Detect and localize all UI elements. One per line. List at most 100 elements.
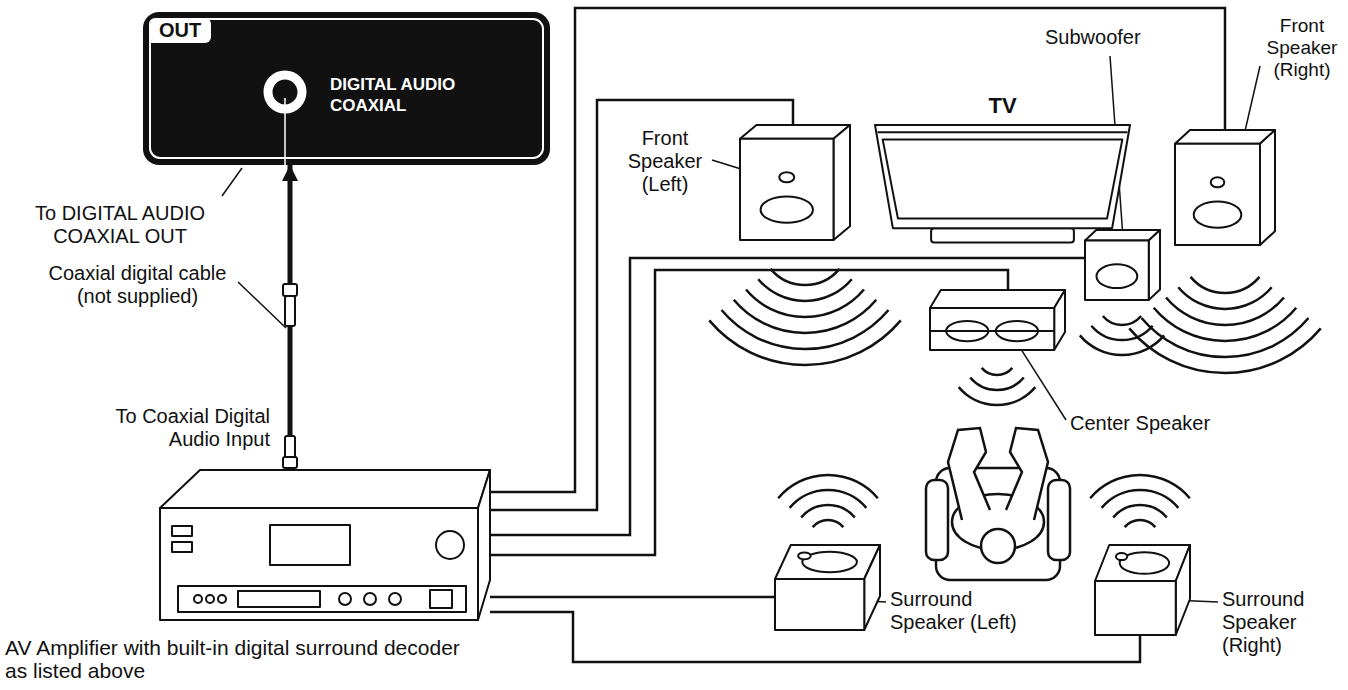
front-speaker: Front Speaker (Right) (1175, 130, 1275, 245)
sound-wave (771, 269, 840, 285)
sound-wave (1125, 520, 1156, 527)
speaker-top (1085, 230, 1160, 241)
sound-wave (801, 505, 855, 518)
speaker-front (930, 308, 1054, 350)
chair-arm (1048, 480, 1070, 560)
sound-wave (758, 279, 851, 301)
rca-plug (285, 436, 295, 458)
tv-set-outline (875, 125, 1130, 245)
speaker-front (740, 139, 834, 240)
tv-frame (875, 125, 1130, 228)
chair-arm (926, 480, 948, 560)
sound-wave (1191, 277, 1260, 293)
jack-plug (284, 98, 286, 165)
speaker-top (740, 125, 850, 139)
speaker-wire (490, 258, 1085, 535)
surround-speaker-outline (1095, 545, 1190, 635)
amp-front (160, 508, 478, 620)
panel-tab: OUT (149, 18, 211, 43)
rca-plug (283, 457, 297, 468)
arm (1006, 428, 1048, 520)
sound-wave (1129, 328, 1321, 373)
tweeter (798, 552, 811, 559)
speaker-edge (930, 330, 1054, 332)
sound-waves (709, 269, 1321, 527)
tweeter (779, 172, 794, 182)
arm (948, 428, 990, 520)
volume-knob (436, 531, 464, 559)
connection-note: To DIGITAL AUDIO COAXIAL OUT (20, 202, 220, 248)
speaker-top (1095, 545, 1190, 581)
leader-line (238, 282, 286, 328)
sound-wave (813, 520, 844, 527)
sound-wave (1154, 308, 1296, 341)
output-panel-drawing (150, 19, 543, 165)
subwoofer-outline (1085, 230, 1160, 300)
listener-figure (926, 428, 1070, 580)
speaker-label: Front Speaker (Left) (615, 127, 715, 196)
center-speaker-drawing (930, 290, 1065, 350)
speaker-side (834, 125, 851, 240)
sound-wave (959, 387, 1036, 405)
sound-wave (1103, 316, 1141, 325)
sound-wave (722, 310, 889, 349)
speaker-side (864, 545, 880, 630)
amp-led (206, 595, 214, 603)
tv-screen (883, 139, 1123, 218)
tweeter (1211, 177, 1225, 187)
center-speaker-outline (930, 290, 1065, 350)
speaker-label: Subwoofer (1045, 26, 1141, 49)
sound-wave (1090, 475, 1190, 498)
speaker-front (775, 579, 864, 630)
speaker-label: Surround Speaker (Right) (1222, 588, 1332, 657)
sound-wave (1166, 297, 1284, 325)
woofer (1096, 264, 1137, 288)
leader-line (222, 168, 242, 196)
sound-wave (1102, 490, 1179, 508)
speaker-front (1175, 144, 1260, 245)
speaker-top (775, 545, 880, 579)
sound-wave (1142, 318, 1309, 357)
sound-wave (778, 475, 878, 498)
tv-stand (931, 228, 1074, 242)
speaker-wire (490, 8, 1225, 492)
amp-control-strip (178, 586, 466, 612)
surround-speaker: Surround Speaker (Left) (775, 545, 880, 630)
front-speaker-drawing (740, 125, 850, 240)
speaker-label: Front Speaker (Right) (1265, 15, 1339, 81)
sound-wave (1080, 335, 1164, 355)
amp-side (478, 470, 490, 620)
sound-wave (982, 368, 1013, 375)
amplifier-caption: AV Amplifier with built-in digital surro… (5, 636, 485, 682)
amp-led (218, 595, 226, 603)
speaker-side (1176, 545, 1190, 635)
jack-label: DIGITAL AUDIO COAXIAL (330, 74, 480, 117)
amp-display (270, 525, 350, 565)
sound-wave (734, 300, 876, 333)
speaker-side (1149, 230, 1160, 300)
amp-knob (389, 593, 401, 605)
cable-label: Coaxial digital cable (not supplied) (30, 262, 245, 308)
surround-speaker-drawing (775, 545, 880, 630)
center-speaker: Center Speaker (930, 290, 1065, 350)
amp-button (172, 542, 192, 552)
rca-plug (285, 296, 295, 326)
surround-speaker-drawing (1095, 545, 1190, 635)
amp-window (238, 591, 320, 607)
sound-wave (709, 320, 901, 365)
woofer (1194, 201, 1242, 227)
subwoofer-drawing (1085, 230, 1160, 300)
amp-top (160, 470, 490, 508)
woofer (761, 196, 813, 222)
output-panel: OUT DIGITAL AUDIO COAXIAL (143, 12, 550, 165)
amp-led (194, 595, 202, 603)
tv-set-drawing (875, 125, 1130, 243)
sound-wave (1178, 287, 1271, 309)
sound-wave (746, 289, 864, 317)
sound-wave (1113, 505, 1167, 518)
surround-speaker: Surround Speaker (Right) (1095, 545, 1190, 635)
speaker-front (1085, 241, 1149, 301)
speaker-side (1260, 130, 1275, 245)
subwoofer: Subwoofer (1085, 230, 1160, 300)
surround-speaker-outline (775, 545, 880, 630)
